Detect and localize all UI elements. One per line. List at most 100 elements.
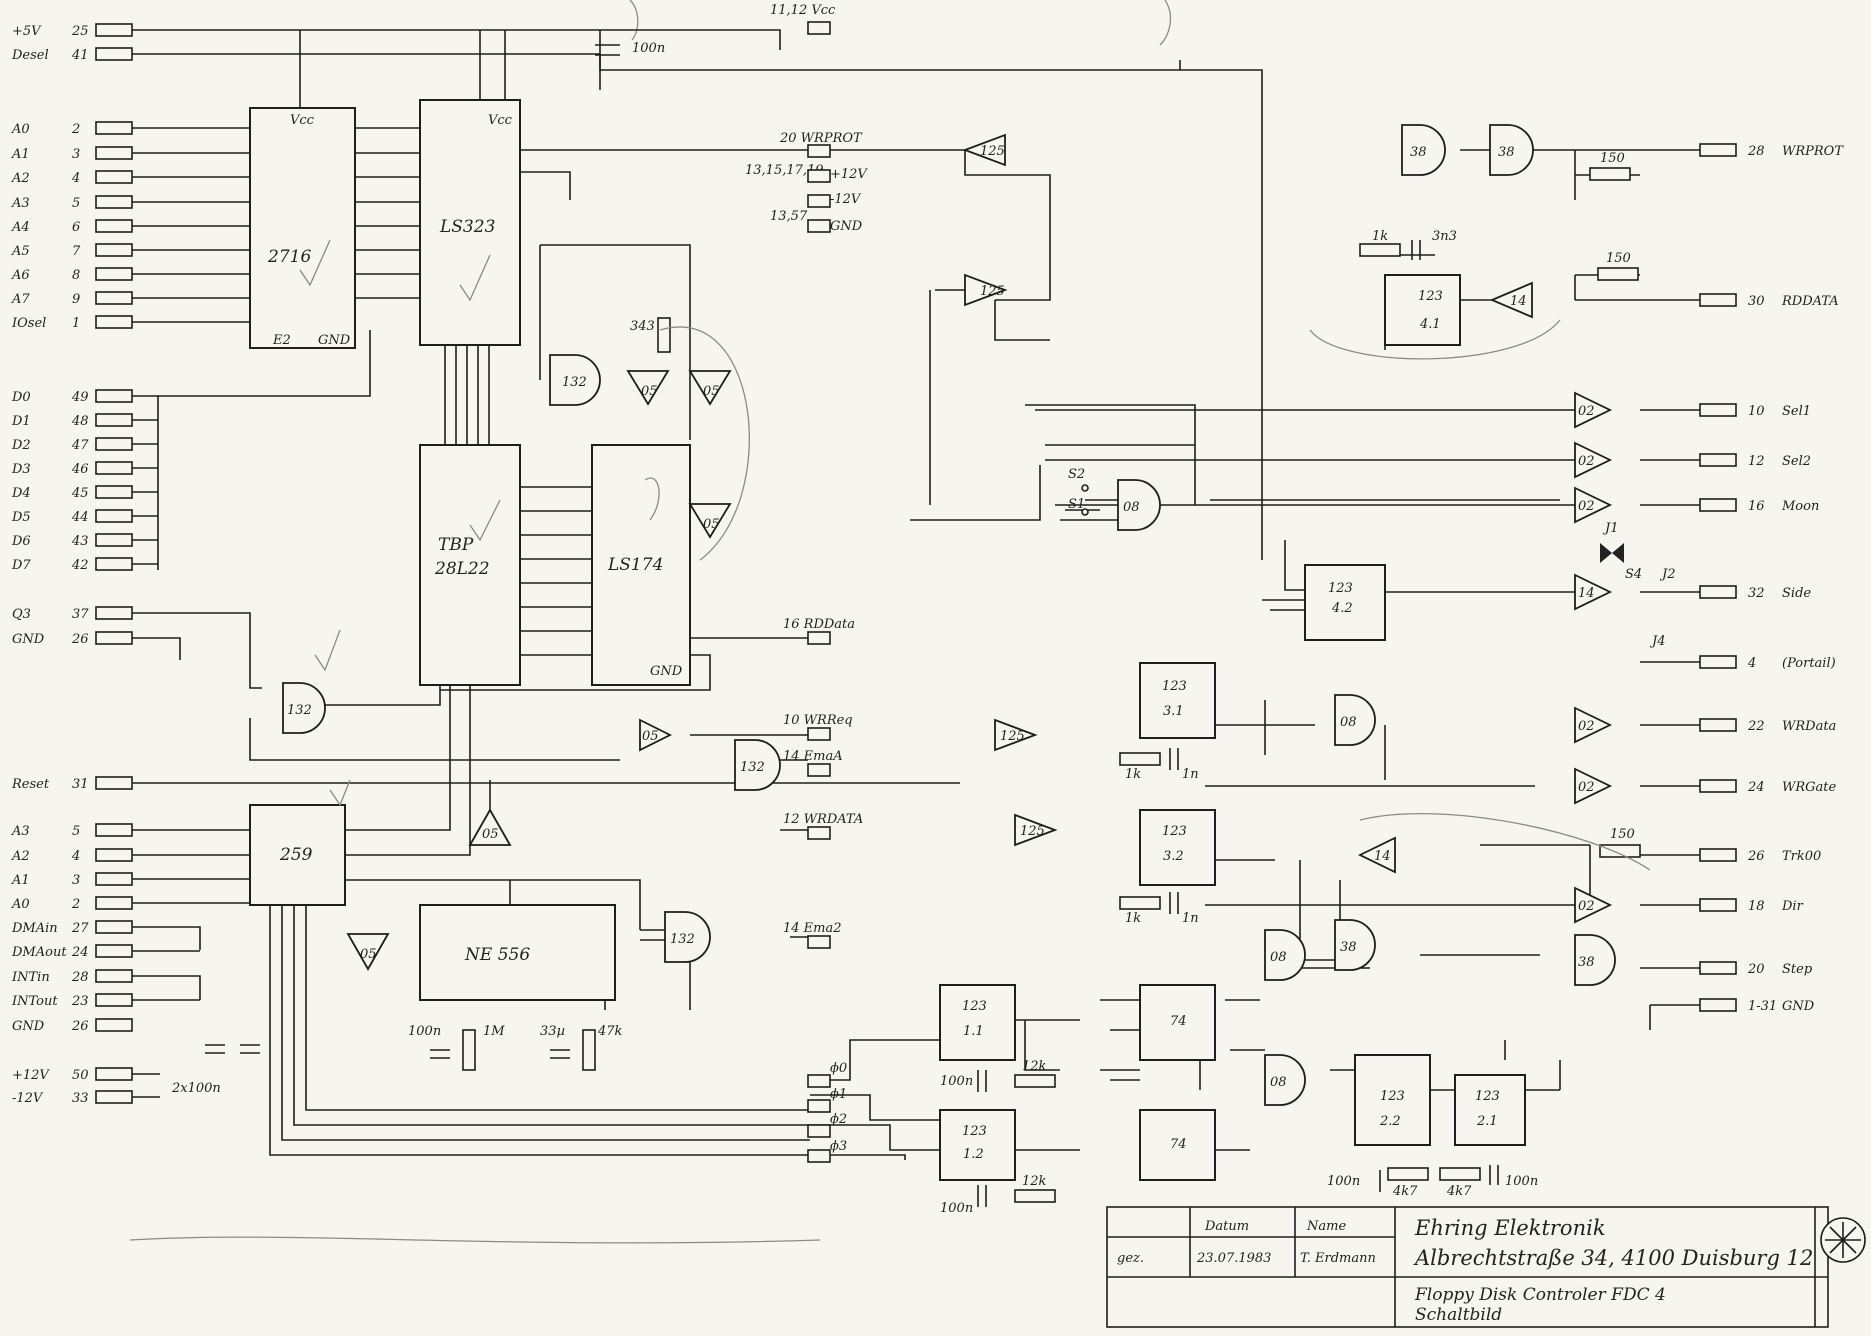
left-pin-label: -12V (12, 1091, 44, 1106)
left-pin-number: 48 (71, 414, 89, 429)
right-pin-number: 1-31 (1748, 999, 1777, 1014)
svg-text:150: 150 (1610, 827, 1635, 842)
left-pin-label: A0 (11, 122, 30, 137)
left-pin-label: INTout (11, 994, 58, 1009)
driver-02-sel2: 02 (1574, 441, 1613, 479)
svg-text:28L22: 28L22 (434, 559, 490, 579)
right-pin-terminal (1699, 961, 1737, 975)
nand-gate-132-a: 132 (549, 354, 601, 406)
right-pin-label: Sel2 (1782, 454, 1811, 469)
svg-text:20 WRPROT: 20 WRPROT (779, 131, 863, 146)
right-pin-number: 32 (1748, 586, 1765, 601)
svg-text:-12V: -12V (830, 192, 862, 207)
svg-text:ϕ1: ϕ1 (830, 1087, 847, 1102)
left-pin-number: 47 (71, 438, 89, 453)
left-pin-label: Reset (11, 777, 50, 792)
svg-text:123: 123 (1162, 824, 1187, 839)
left-pin-label: A6 (11, 268, 30, 283)
right-pin-terminal (1699, 403, 1737, 417)
monoflop-3-1: 123 3.1 (1139, 662, 1216, 739)
right-pin-terminal (1699, 655, 1737, 669)
left-pin-terminal (95, 267, 133, 281)
right-pin-terminal (1699, 293, 1737, 307)
left-pin-terminal (95, 485, 133, 499)
svg-text:Vcc: Vcc (488, 113, 513, 128)
svg-text:1M: 1M (483, 1024, 505, 1039)
left-pin-terminal (95, 47, 133, 61)
and-gate-08-b: 08 (1334, 694, 1376, 746)
left-pin-number: 24 (71, 945, 89, 960)
svg-text:14: 14 (1374, 849, 1391, 864)
left-pin-number: 42 (71, 558, 89, 573)
left-pin-terminal (95, 920, 133, 934)
pencil-annotations (129, 239, 1651, 1244)
svg-text:05: 05 (360, 947, 377, 962)
left-pin-number: 37 (72, 607, 89, 622)
driver-02-wrgate: 02 (1574, 767, 1613, 805)
right-pin-number: 10 (1748, 404, 1765, 419)
right-connector-pin: 4(Portail) (1699, 655, 1836, 671)
left-pin-label: GND (12, 632, 45, 647)
left-pin-number: 50 (72, 1068, 89, 1083)
nand-gate-132-b: 132 (282, 682, 326, 734)
svg-text:150: 150 (1606, 251, 1631, 266)
svg-text:14: 14 (1510, 294, 1527, 309)
right-pin-terminal (1699, 898, 1737, 912)
left-pin-label: D7 (11, 558, 31, 573)
and-gate-08-a: 08 (1117, 479, 1161, 531)
svg-text:08: 08 (1270, 1075, 1287, 1090)
left-pin-label: D2 (11, 438, 31, 453)
svg-text:3.1: 3.1 (1163, 704, 1184, 719)
left-pin-label: DMAin (11, 921, 58, 936)
switch-s1-s2: S2 S1 (1068, 467, 1089, 516)
switch-s4: S4 J2 (1625, 567, 1675, 582)
left-pin-number: 1 (72, 316, 80, 331)
svg-text:GND: GND (318, 333, 351, 348)
svg-text:1n: 1n (1182, 767, 1199, 782)
left-pin-terminal (95, 509, 133, 523)
left-pin-terminal (95, 195, 133, 209)
monoflop-2-1: 123 2.1 (1454, 1074, 1526, 1146)
svg-text:1k: 1k (1125, 767, 1141, 782)
svg-text:05: 05 (482, 827, 499, 842)
svg-text:S2: S2 (1068, 467, 1085, 482)
right-pin-label: Sel1 (1782, 404, 1811, 419)
nand-gate-132-d: 132 (664, 911, 711, 963)
left-pin-number: 2 (71, 122, 80, 137)
left-connector-pin: D7 42 (11, 557, 133, 573)
left-pin-number: 33 (72, 1091, 89, 1106)
buffer-125-d: 125 (1014, 813, 1058, 847)
svg-text:ϕ0: ϕ0 (830, 1061, 847, 1076)
and-gate-38-a: 38 (1401, 124, 1446, 176)
left-pin-terminal (95, 1067, 133, 1081)
and-gate-38-d: 38 (1574, 934, 1616, 986)
monoflop-3-2: 123 3.2 (1139, 809, 1216, 886)
svg-text:TBP: TBP (438, 535, 474, 555)
left-pin-terminal (95, 823, 133, 837)
left-connector-pin: DMAout 24 (11, 944, 133, 960)
svg-text:16 RDData: 16 RDData (783, 617, 855, 632)
company-logo (1820, 1217, 1866, 1263)
left-pin-label: DMAout (11, 945, 67, 960)
left-pin-number: 4 (71, 849, 80, 864)
svg-text:38: 38 (1340, 940, 1357, 955)
svg-text:74: 74 (1170, 1137, 1187, 1152)
svg-text:Vcc: Vcc (290, 113, 315, 128)
signal-labels: 11,12 Vcc 20 WRPROT 13,15,17,19 +12V -12… (745, 3, 868, 1154)
svg-text:125: 125 (980, 144, 1005, 159)
left-pin-number: 28 (71, 970, 89, 985)
